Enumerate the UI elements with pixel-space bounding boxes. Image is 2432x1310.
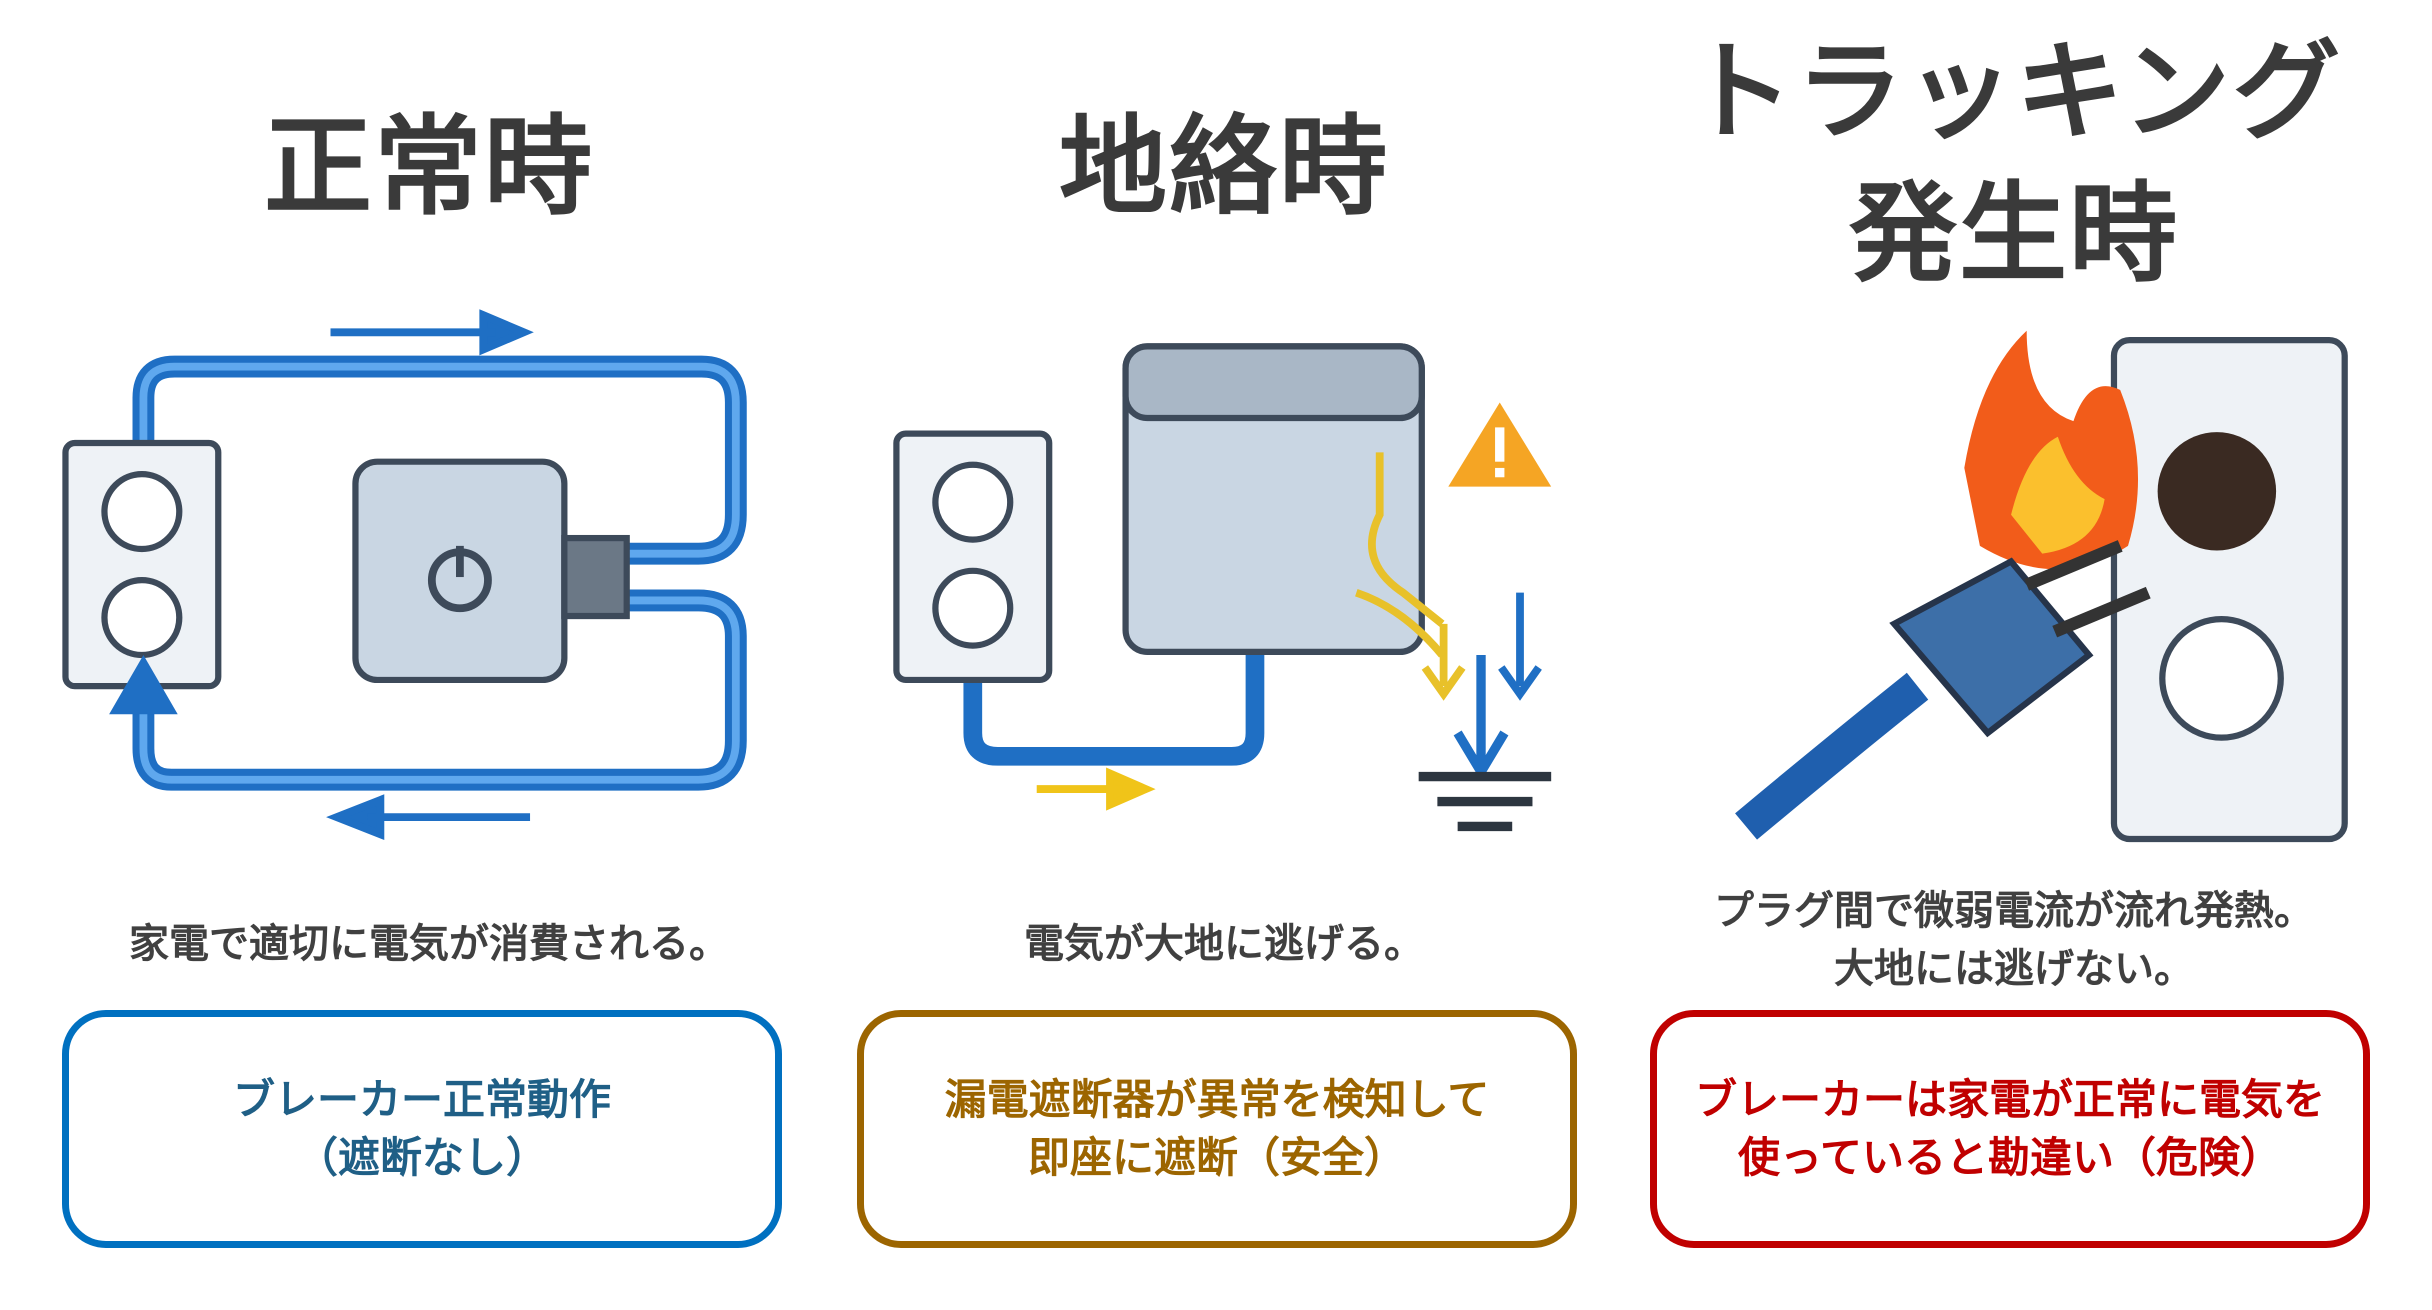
normal-circuit-illustration xyxy=(62,309,747,841)
panel-title-normal: 正常時 xyxy=(263,105,594,230)
warning-icon xyxy=(1448,402,1552,487)
result-box-tracking: ブレーカーは家電が正常に電気を使っていると勘違い（危険） xyxy=(1650,1010,2370,1248)
arrow-up-icon xyxy=(109,655,178,715)
flow-arrow-left-icon xyxy=(326,794,531,841)
panel-title-ground-fault: 地絡時 xyxy=(1058,105,1389,230)
caption-ground-fault: 電気が大地に逃げる。 xyxy=(1024,921,1424,967)
panel-title-tracking: トラッキング発生時 xyxy=(1685,30,2343,297)
outlet-icon xyxy=(893,430,1053,684)
appliance-icon xyxy=(352,458,630,684)
result-box-ground-fault: 漏電遮断器が異常を検知して即座に遮断（安全） xyxy=(857,1010,1577,1248)
ground-symbol-icon xyxy=(1418,771,1552,832)
flow-arrow-right-icon xyxy=(330,309,534,356)
flow-arrow-right-icon xyxy=(1036,767,1156,811)
result-box-normal: ブレーカー正常動作（遮断なし） xyxy=(62,1010,782,1248)
caption-normal: 家電で適切に電気が消費される。 xyxy=(129,921,729,967)
caption-tracking: プラグ間で微弱電流が流れ発熱。大地には逃げない。 xyxy=(1714,888,2314,992)
ground-fault-illustration xyxy=(893,343,1552,832)
outlet-icon xyxy=(62,439,222,690)
tracking-fire-illustration xyxy=(1735,330,2348,843)
appliance-icon xyxy=(1122,343,1425,655)
wall-outlet-icon xyxy=(2110,336,2348,843)
plug-icon xyxy=(1889,557,2094,738)
